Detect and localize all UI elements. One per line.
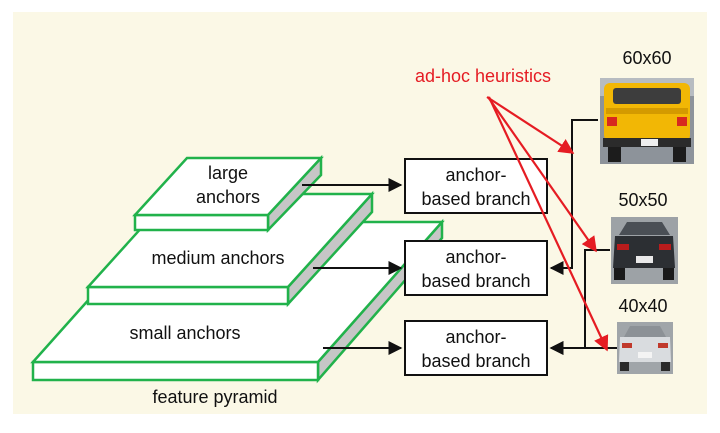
branch-middle-line2: based branch [421,271,530,291]
medium-anchors-label: medium anchors [151,248,284,268]
size-label-50x50: 50x50 [618,190,667,210]
large-layer-top [132,156,324,217]
feature-pyramid-caption: feature pyramid [152,387,277,407]
large-anchors-label-line2: anchors [196,187,260,207]
pyramid-layer-medium: medium anchors [85,190,375,308]
branch-middle-line1: anchor- [445,247,506,267]
branch-box-bottom: anchor- based branch [404,320,548,376]
heuristic-arrow-50x50 [487,96,597,253]
branch-box-top: anchor- based branch [404,158,548,214]
silver-car-photo [617,322,673,374]
yellow-truck-photo [600,78,694,164]
small-anchors-label: small anchors [129,323,240,343]
large-layer-front [133,213,270,232]
branch-box-bottom-frame [404,320,548,376]
pyramid-layer-large: large anchors [132,154,324,234]
branch-top-line1: anchor- [445,165,506,185]
branch-box-middle-frame [404,240,548,296]
medium-layer-front [86,285,290,306]
branch-box-middle: anchor- based branch [404,240,548,296]
branch-box-top-frame [404,158,548,214]
size-label-40x40: 40x40 [618,296,667,316]
branch-bottom-line1: anchor- [445,327,506,347]
connector-60x60-to-branch [549,119,598,275]
heuristic-arrow-40x40 [488,96,609,352]
branch-bottom-line2: based branch [421,351,530,371]
large-anchors-label-line1: large [208,163,248,183]
branch-top-line2: based branch [421,189,530,209]
small-layer-front [31,360,320,382]
size-label-60x60: 60x60 [622,48,671,68]
heuristics-label: ad-hoc heuristics [415,66,551,86]
dark-car-photo [611,217,678,284]
heuristic-arrow-60x60 [486,96,575,154]
